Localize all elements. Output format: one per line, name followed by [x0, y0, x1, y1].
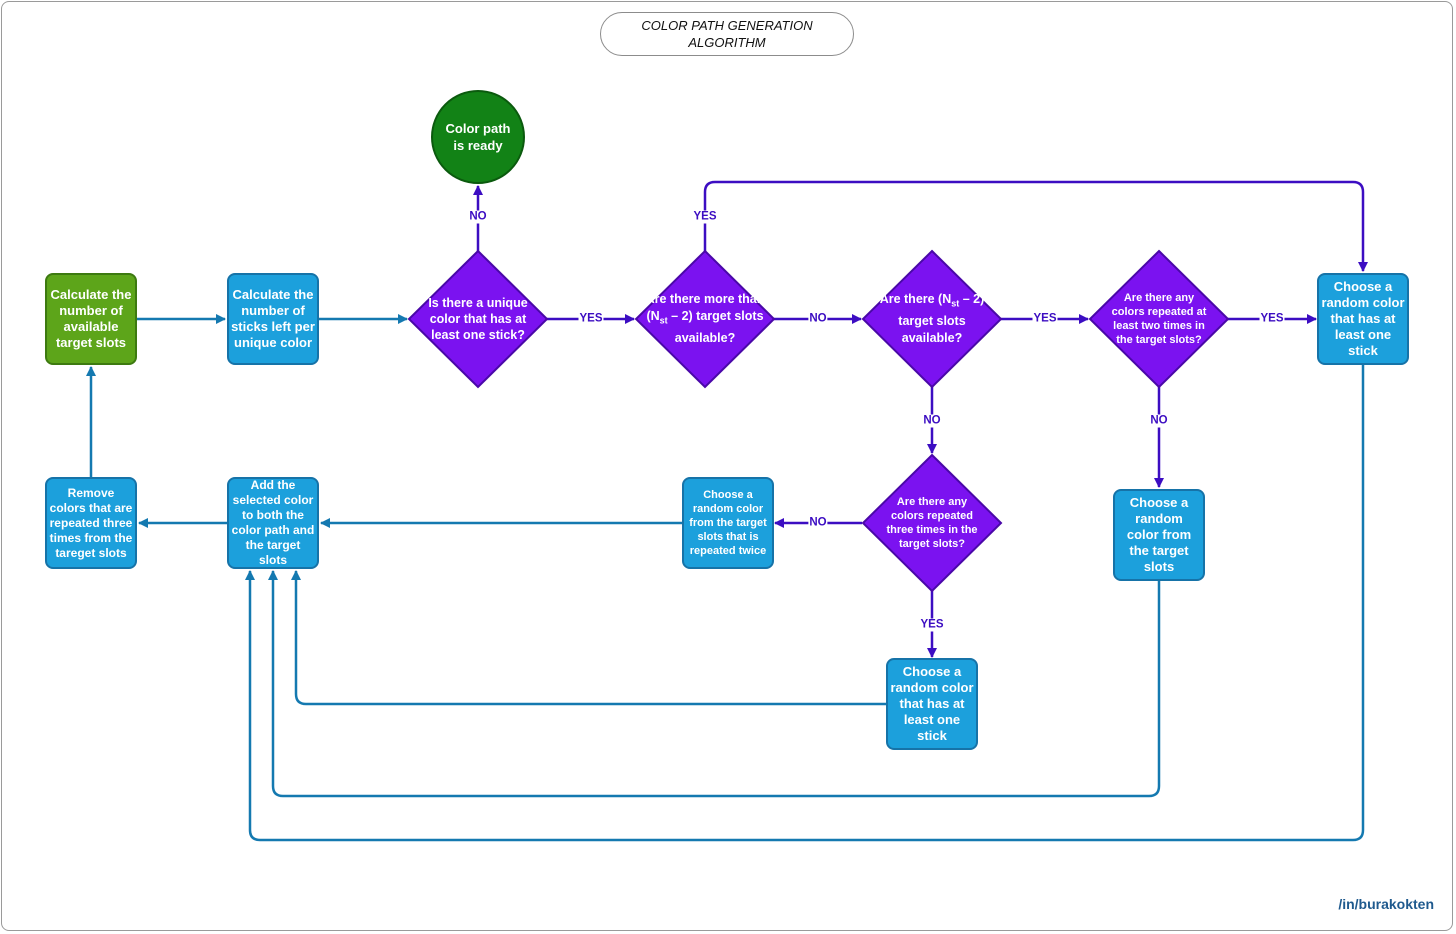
decision-unique-shape — [407, 249, 549, 389]
decision-exact-shape — [861, 249, 1003, 389]
choose-mid-label: Choose a random color from the target sl… — [1126, 495, 1192, 574]
decision-more-text-b: – 2) target slots available? — [667, 309, 764, 345]
label-more-yes: YES — [692, 210, 718, 224]
label-two-no: NO — [1149, 414, 1169, 428]
remove-colors-node[interactable]: Remove colors that are repeated three ti… — [45, 477, 137, 569]
decision-exact-text-a: Are there (N — [879, 292, 952, 307]
end-node-label: Color path is ready — [445, 121, 511, 153]
decision-more-text-a: Are there more than (N — [645, 292, 765, 324]
choose-twice-label: Choose a random color from the target sl… — [689, 489, 767, 557]
decision-two-label: Are there any colors repeated at least t… — [1111, 292, 1207, 346]
connector-more-yes — [703, 180, 1368, 272]
label-unique-no: NO — [468, 210, 488, 224]
decision-repeated-three-times[interactable]: Are there any colors repeated three time… — [863, 455, 1001, 591]
calc-sticks-node[interactable]: Calculate the number of sticks left per … — [227, 273, 319, 365]
remove-colors-label: Remove colors that are repeated three ti… — [49, 485, 133, 560]
choose-random-stick-top-node[interactable]: Choose a random color that has at least … — [1317, 273, 1409, 365]
choose-top-label: Choose a random color that has at least … — [1321, 279, 1405, 358]
choose-random-target-node[interactable]: Choose a random color from the target sl… — [1113, 489, 1205, 581]
decision-three-label: Are there any colors repeated three time… — [886, 496, 978, 550]
decision-exact-label: Are there (Nst – 2) target slots availab… — [875, 291, 989, 347]
decision-exact-subscript: st — [951, 298, 960, 309]
label-exact-no: NO — [922, 414, 942, 428]
add-color-label: Add the selected color to both the color… — [231, 478, 315, 567]
label-three-no: NO — [808, 516, 828, 530]
calc-sticks-label: Calculate the number of sticks left per … — [231, 287, 315, 350]
end-node[interactable]: Color path is ready — [431, 90, 525, 184]
author-credit[interactable]: /in/burakokten — [1338, 896, 1434, 912]
start-node[interactable]: Calculate the number of available target… — [45, 273, 137, 365]
choose-repeated-twice-node[interactable]: Choose a random color from the target sl… — [682, 477, 774, 569]
decision-more-subscript: st — [659, 315, 668, 326]
label-unique-yes: YES — [578, 312, 604, 326]
add-color-node[interactable]: Add the selected color to both the color… — [227, 477, 319, 569]
label-more-no: NO — [808, 312, 828, 326]
diagram-title: COLOR PATH GENERATION ALGORITHM — [600, 12, 854, 56]
decision-more-than-slots[interactable]: Are there more than (Nst – 2) target slo… — [636, 251, 774, 387]
decision-unique-label: Is there a unique color that has at leas… — [428, 296, 528, 342]
connector-mid-to-add — [268, 570, 1161, 798]
start-node-label: Calculate the number of available target… — [50, 287, 132, 350]
label-three-yes: YES — [919, 618, 945, 632]
label-two-yes: YES — [1259, 312, 1285, 326]
connector-bottom-to-add — [291, 570, 886, 706]
decision-unique-color[interactable]: Is there a unique color that has at leas… — [409, 251, 547, 387]
decision-two-shape — [1088, 249, 1230, 389]
decision-more-label: Are there more than (Nst – 2) target slo… — [642, 291, 768, 347]
decision-exact-text-b: – 2) target slots available? — [898, 292, 985, 345]
connector-top-to-add — [245, 365, 1365, 842]
decision-more-shape — [634, 249, 776, 389]
choose-bottom-label: Choose a random color that has at least … — [890, 664, 974, 743]
decision-repeated-two-times[interactable]: Are there any colors repeated at least t… — [1090, 251, 1228, 387]
label-exact-yes: YES — [1032, 312, 1058, 326]
choose-random-stick-bottom-node[interactable]: Choose a random color that has at least … — [886, 658, 978, 750]
decision-exact-slots[interactable]: Are there (Nst – 2) target slots availab… — [863, 251, 1001, 387]
decision-three-shape — [861, 453, 1003, 593]
